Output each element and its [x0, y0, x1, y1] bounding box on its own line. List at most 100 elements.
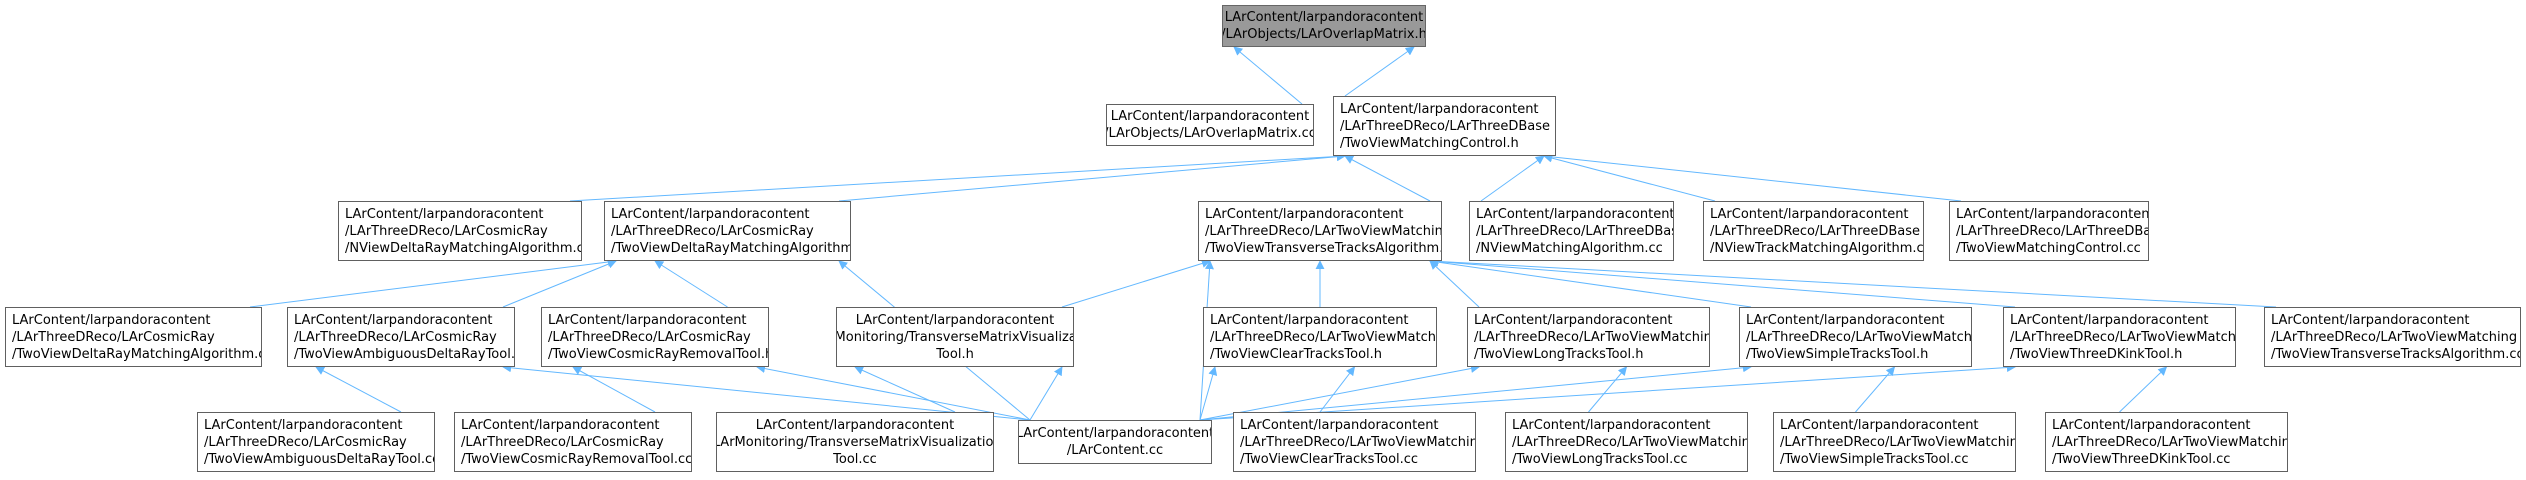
node-label-line: /NViewDeltaRayMatchingAlgorithm.cc: [345, 240, 582, 256]
node-two-view-long-tracks-h[interactable]: LArContent/larpandoracontent/LArThreeDRe…: [1467, 307, 1710, 367]
node-label-line: /LArThreeDReco/LArTwoViewMatching: [1746, 329, 1972, 345]
node-label-line: /LArObjects/LArOverlapMatrix.cc: [1106, 126, 1314, 141]
edge-larcc-to-crrh: [756, 364, 1031, 421]
node-two-view-three-d-kink-h[interactable]: LArContent/larpandoracontent/LArThreeDRe…: [2003, 307, 2236, 367]
node-label-line: LArContent/larpandoracontent: [2271, 312, 2470, 328]
edge-ambh-to-tvdelta: [502, 259, 617, 308]
node-label-line: /TwoViewSimpleTracksTool.cc: [1780, 451, 1969, 467]
node-label-line: /TwoViewDeltaRayMatchingAlgorithm.cc: [12, 346, 262, 362]
node-label-line: /TwoViewTransverseTracksAlgorithm.cc: [2271, 346, 2521, 362]
node-label-line: /TwoViewSimpleTracksTool.h: [1746, 346, 1929, 362]
edge-simplecc-to-simpleh: [1855, 366, 1896, 413]
node-two-view-simple-tracks-h[interactable]: LArContent/larpandoracontent/LArThreeDRe…: [1739, 307, 1972, 367]
node-label-line: /NViewMatchingAlgorithm.cc: [1476, 240, 1663, 256]
node-label-line: LArContent/larpandoracontent: [1210, 312, 1409, 328]
node-label-line: /LArThreeDReco/LArCosmicRay: [611, 223, 814, 239]
node-n-view-matching-cc[interactable]: LArContent/larpandoracontent/LArThreeDRe…: [1469, 201, 1674, 261]
node-label-line: /TwoViewLongTracksTool.h: [1474, 346, 1644, 362]
node-lar-content-cc[interactable]: LArContent/larpandoracontent/LArContent.…: [1018, 420, 1212, 464]
node-label-line: /LArThreeDReco/LArCosmicRay: [461, 434, 664, 450]
node-two-view-matching-control-h[interactable]: LArContent/larpandoracontent/LArThreeDRe…: [1333, 96, 1556, 156]
node-label-line: /TwoViewThreeDKinkTool.cc: [2052, 451, 2231, 467]
edge-larcc-to-simpleh: [1199, 363, 1752, 421]
node-label-line: /LArMonitoring/TransverseMatrixVisualiza…: [837, 329, 1073, 345]
node-label-line: /LArThreeDReco/LArTwoViewMatching: [2010, 329, 2236, 345]
edge-clearcc-to-clearh: [1319, 366, 1356, 413]
node-label-line: LArContent/larpandoracontent: [2052, 417, 2251, 433]
edge-tmvcc-to-tmvh: [854, 366, 956, 413]
node-label-line: /LArThreeDReco/LArThreeDBase: [1710, 223, 1921, 239]
node-label-line: LArContent/larpandoracontent: [294, 312, 493, 328]
edge-nvtrack-to-tvmc: [1543, 153, 1716, 202]
node-label-line: /TwoViewCosmicRayRemovalTool.cc: [461, 451, 692, 467]
edge-longcc-to-longh: [1588, 366, 1628, 413]
node-label-line: /LArThreeDReco/LArCosmicRay: [204, 434, 407, 450]
node-label-line: LArContent/larpandoracontent: [1110, 109, 1310, 124]
edge-crrcc-to-crrh: [572, 366, 656, 413]
edge-tvdelta-to-tvmc: [838, 152, 1346, 202]
node-two-view-clear-tracks-cc[interactable]: LArContent/larpandoracontent/LArThreeDRe…: [1233, 412, 1476, 472]
node-label-line: /LArThreeDReco/LArCosmicRay: [345, 223, 548, 239]
node-label-line: /LArMonitoring/TransverseMatrixVisualiza…: [716, 434, 994, 450]
node-two-view-transverse-tracks-h[interactable]: LArContent/larpandoracontent/LArThreeDRe…: [1198, 201, 1442, 261]
node-label-line: /LArThreeDReco/LArThreeDBase: [1956, 223, 2149, 239]
edge-nvdelta-to-tvmc: [569, 151, 1346, 202]
node-label-line: LArContent/larpandoracontent: [1240, 417, 1439, 433]
node-label-line: /TwoViewLongTracksTool.cc: [1512, 451, 1688, 467]
node-label-line: /TwoViewAmbiguousDeltaRayTool.h: [294, 346, 515, 362]
node-label-line: LArContent/larpandoracontent: [204, 417, 403, 433]
node-two-view-matching-control-cc[interactable]: LArContent/larpandoracontent/LArThreeDRe…: [1949, 201, 2149, 261]
node-two-view-ambiguous-delta-ray-h[interactable]: LArContent/larpandoracontent/LArThreeDRe…: [287, 307, 515, 367]
edge-larcc-to-kinkh: [1199, 363, 2016, 421]
node-label-line: LArContent/larpandoracontent: [611, 206, 810, 222]
node-n-view-delta-ray-matching-cc[interactable]: LArContent/larpandoracontent/LArThreeDRe…: [338, 201, 582, 261]
node-two-view-cosmic-ray-removal-cc[interactable]: LArContent/larpandoracontent/LArThreeDRe…: [454, 412, 692, 472]
node-label-line: LArContent/larpandoracontent: [1710, 206, 1909, 222]
node-transverse-matrix-visualization-tool-h[interactable]: LArContent/larpandoracontent/LArMonitori…: [836, 307, 1074, 367]
node-label-line: LArContent/larpandoracontent: [1512, 417, 1711, 433]
node-overlap-matrix-cc[interactable]: LArContent/larpandoracontent/LArObjects/…: [1106, 104, 1314, 146]
node-two-view-three-d-kink-cc[interactable]: LArContent/larpandoracontent/LArThreeDRe…: [2045, 412, 2288, 472]
node-two-view-delta-ray-matching-cc[interactable]: LArContent/larpandoracontent/LArThreeDRe…: [5, 307, 262, 367]
node-label-line: LArContent/larpandoracontent: [1018, 426, 1212, 441]
node-label-line: LArContent/larpandoracontent: [345, 206, 544, 222]
node-transverse-matrix-visualization-tool-cc[interactable]: LArContent/larpandoracontent/LArMonitori…: [716, 412, 994, 472]
edge-olmcc-to-root: [1233, 46, 1303, 105]
node-label-line: LArContent/larpandoracontent: [755, 417, 955, 433]
node-label-line: Tool.h: [936, 346, 974, 362]
node-label-line: /LArThreeDReco/LArTwoViewMatching: [1240, 434, 1476, 450]
node-label-line: /NViewTrackMatchingAlgorithm.cc: [1710, 240, 1924, 256]
node-label-line: /LArThreeDReco/LArTwoViewMatching: [2052, 434, 2288, 450]
node-two-view-simple-tracks-cc[interactable]: LArContent/larpandoracontent/LArThreeDRe…: [1773, 412, 2016, 472]
node-two-view-long-tracks-cc[interactable]: LArContent/larpandoracontent/LArThreeDRe…: [1505, 412, 1748, 472]
node-label-line: LArContent/larpandoracontent: [1224, 10, 1424, 25]
node-label-line: LArContent/larpandoracontent: [1474, 312, 1673, 328]
node-label-line: LArContent/larpandoracontent: [12, 312, 211, 328]
node-label-line: /LArContent.cc: [1066, 443, 1164, 458]
node-label-line: /LArThreeDReco/LArTwoViewMatching: [1210, 329, 1437, 345]
edge-transcc-to-tvtransh: [1429, 256, 2277, 308]
node-label-line: /LArObjects/LArOverlapMatrix.h: [1222, 27, 1426, 42]
edge-kinkcc-to-kinkh: [2119, 366, 2168, 413]
edge-nvmatch-to-tvmc: [1480, 155, 1545, 202]
node-label-line: LArContent/larpandoracontent: [1780, 417, 1979, 433]
node-label-line: /LArThreeDReco/LArTwoViewMatching: [2271, 329, 2518, 345]
node-label-line: LArContent/larpandoracontent: [1340, 101, 1539, 117]
node-two-view-clear-tracks-h[interactable]: LArContent/larpandoracontent/LArThreeDRe…: [1203, 307, 1437, 367]
node-label-line: LArContent/larpandoracontent: [1956, 206, 2149, 222]
node-two-view-ambiguous-delta-ray-cc[interactable]: LArContent/larpandoracontent/LArThreeDRe…: [197, 412, 435, 472]
node-two-view-cosmic-ray-removal-h[interactable]: LArContent/larpandoracontent/LArThreeDRe…: [541, 307, 769, 367]
node-two-view-delta-ray-matching-h[interactable]: LArContent/larpandoracontent/LArThreeDRe…: [604, 201, 851, 261]
node-label-line: /TwoViewClearTracksTool.h: [1210, 346, 1383, 362]
node-n-view-track-matching-cc[interactable]: LArContent/larpandoracontent/LArThreeDRe…: [1703, 201, 1924, 261]
edge-ambcc-to-ambh: [315, 366, 402, 413]
node-label-line: /TwoViewTransverseTracksAlgorithm.h: [1205, 240, 1442, 256]
edge-crrh-to-tvdelta: [654, 260, 728, 308]
node-label-line: /LArThreeDReco/LArCosmicRay: [12, 329, 215, 345]
node-label-line: /LArThreeDReco/LArTwoViewMatching: [1205, 223, 1442, 239]
node-label-line: LArContent/larpandoracontent: [2010, 312, 2209, 328]
node-two-view-transverse-tracks-cc[interactable]: LArContent/larpandoracontent/LArThreeDRe…: [2264, 307, 2521, 367]
node-label-line: /TwoViewClearTracksTool.cc: [1240, 451, 1419, 467]
edge-tvdeltacc-to-tvdelta: [249, 257, 617, 308]
